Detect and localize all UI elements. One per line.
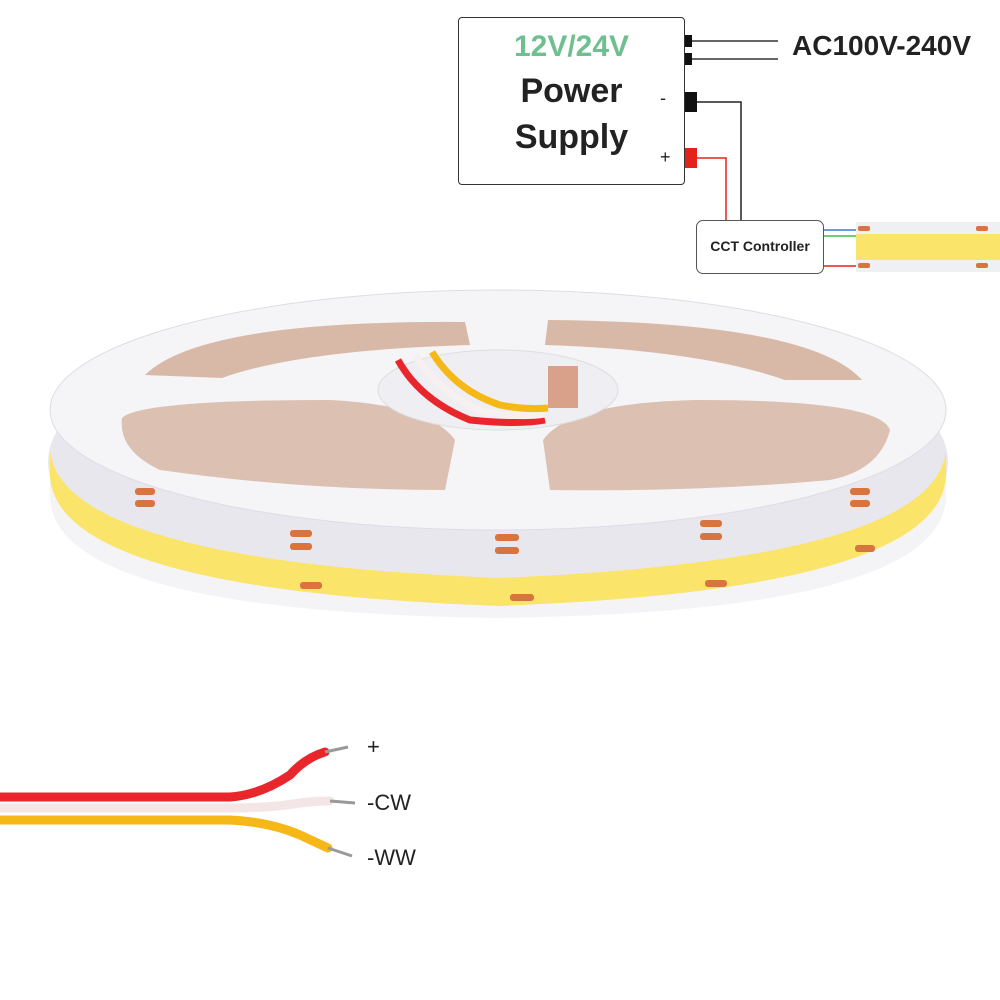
positive-wire [697,157,727,220]
psu-title-line1: Power [520,72,623,110]
lead-wire-yellow [0,815,333,853]
lead-wire-white [0,796,335,813]
strip-pad [300,582,322,589]
wire-label-cw: -CW [367,790,411,815]
strip-pad [135,488,155,495]
wire-tip [329,799,356,805]
reel-window [121,400,456,490]
strip-pad [495,534,519,541]
strip-pad [850,488,870,495]
reel-window [145,321,470,378]
cob-band [50,450,946,606]
hub-wire-yellow [429,350,549,413]
mini-pad [858,263,870,268]
hub-wire-white [412,353,546,420]
strip-pad [290,543,312,550]
reel-window [543,400,890,491]
strip-pad [700,533,722,540]
psu-title-line2: Supply [514,118,629,156]
hub-wire-red [394,358,546,426]
strip-pad [290,530,312,537]
cct-controller-label: CCT Controller [710,238,810,254]
wire-label-ww: -WW [367,845,416,870]
plus-sign: + [660,147,671,167]
mini-pad [976,226,988,231]
negative-wire [697,101,742,220]
cct-controller-box [696,220,824,274]
power-supply-box [458,17,685,185]
hub-tab [548,366,578,408]
psu-voltage: 12V/24V [513,30,630,63]
minus-sign: - [660,88,666,108]
strip-pad [510,594,534,601]
strip-pad [700,520,722,527]
lead-wires [0,745,356,858]
ac-input-label: AC100V-240V [792,30,972,61]
strip-pad [135,500,155,507]
reel-hub [377,349,619,431]
strip-pad [850,500,870,507]
strip-pad [495,547,519,554]
mini-pad [858,226,870,231]
strip-pad [705,580,727,587]
wire-tip [327,846,353,858]
strip-pad [855,545,875,552]
wire-label-plus: + [367,734,380,759]
wire-tip [324,745,349,754]
reel-window [545,320,862,380]
mini-pad [976,263,988,268]
lead-wire-red [0,747,330,802]
mini-strip-cob [856,234,1000,260]
led-strip-reel [48,289,948,618]
